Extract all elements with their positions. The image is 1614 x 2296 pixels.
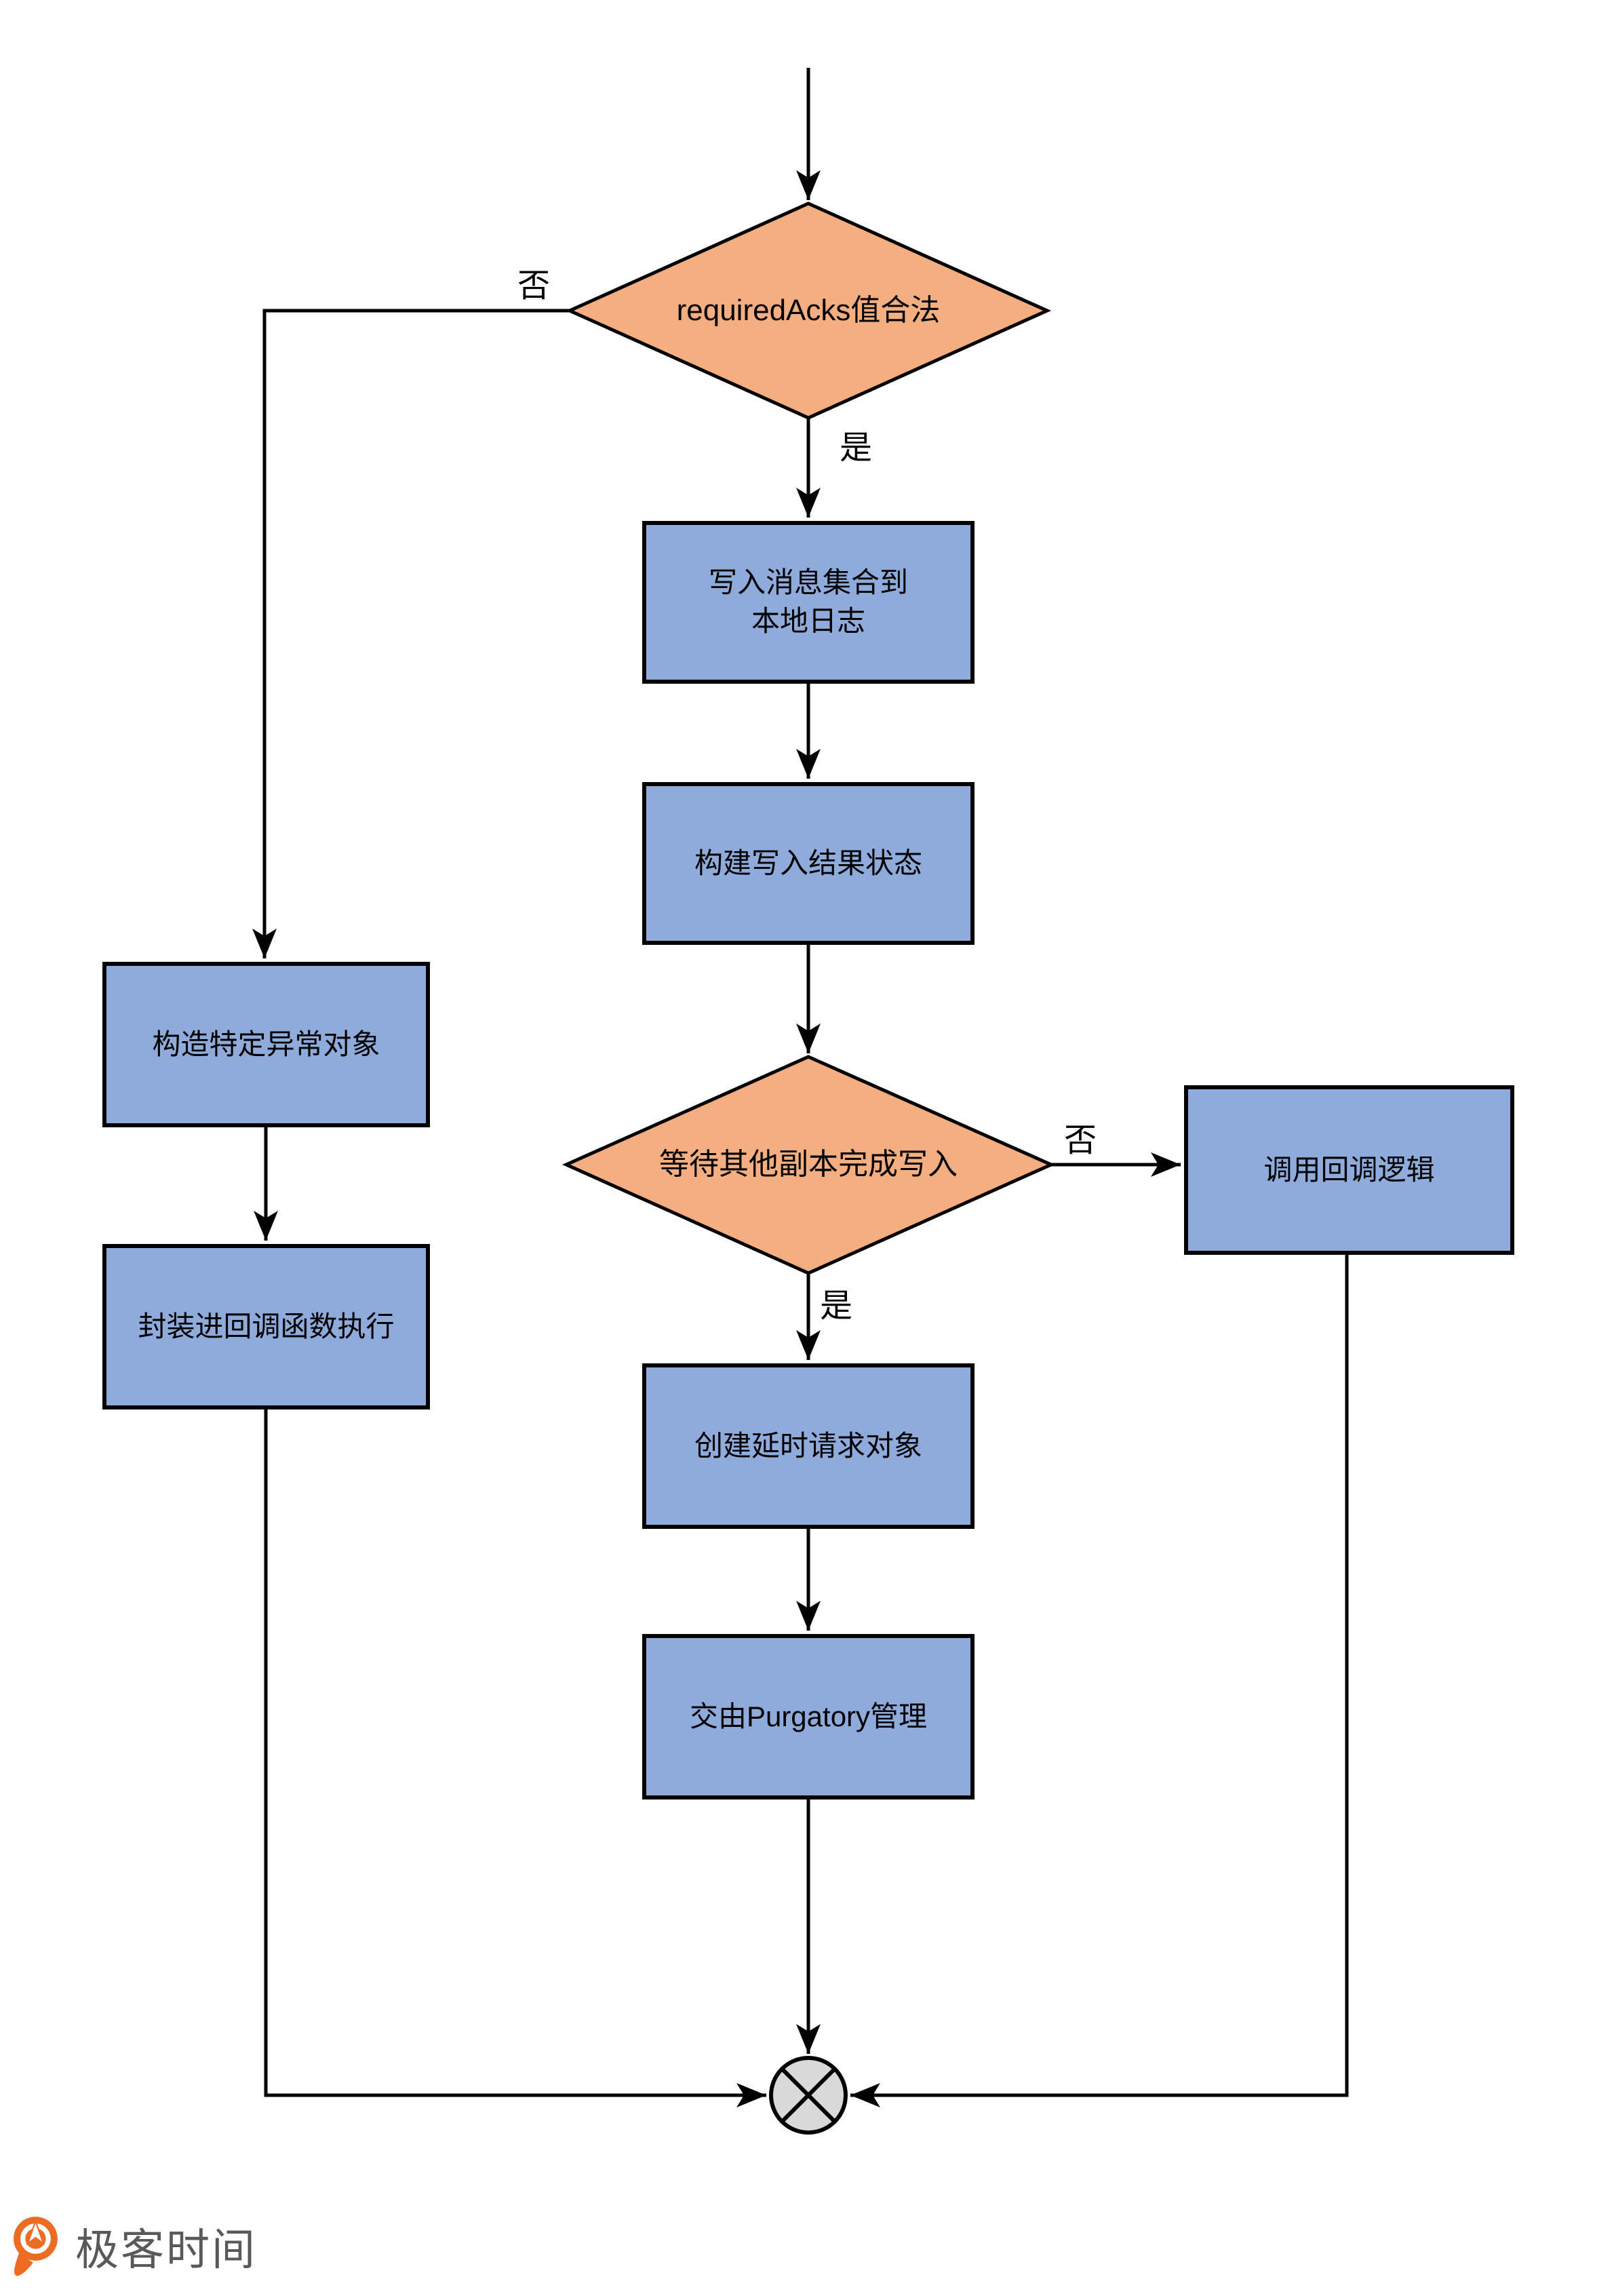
process-write-local-log: 写入消息集合到 本地日志 (642, 521, 975, 684)
decision-required-acks-label: requiredAcks值合法 (676, 294, 941, 328)
geektime-logo-icon (14, 2217, 58, 2276)
edge-label-decision2-yes: 是 (819, 1288, 852, 1324)
decision-required-acks-shape (565, 201, 1052, 420)
geektime-logo-text: 极客时间 (75, 2225, 257, 2274)
process-purgatory-manage: 交由Purgatory管理 (642, 1634, 975, 1799)
edge-label-decision2-no: 否 (1063, 1123, 1097, 1159)
edge-invoke-callback-to-merge (850, 1255, 1349, 2107)
process-build-write-result: 构建写入结果状态 (642, 782, 975, 945)
merge-end-node (769, 2056, 848, 2135)
edge-label-decision1-no: 否 (517, 268, 550, 304)
process-invoke-callback: 调用回调逻辑 (1184, 1085, 1514, 1255)
decision-wait-replicas-label: 等待其他副本完成写入 (659, 1148, 958, 1182)
edge-wrap-callback-to-merge (264, 1409, 766, 2107)
process-build-exception: 构造特定异常对象 (102, 962, 430, 1127)
process-wrap-callback-exec: 封装进回调函数执行 (102, 1244, 430, 1409)
process-create-delayed-request: 创建延时请求对象 (642, 1363, 975, 1529)
edge-label-decision1-yes: 是 (839, 430, 872, 466)
edge-decision1-no-to-build-exception (252, 309, 570, 958)
geektime-logo: 极客时间 (10, 2213, 257, 2280)
decision-wait-replicas-shape (562, 1055, 1056, 1275)
